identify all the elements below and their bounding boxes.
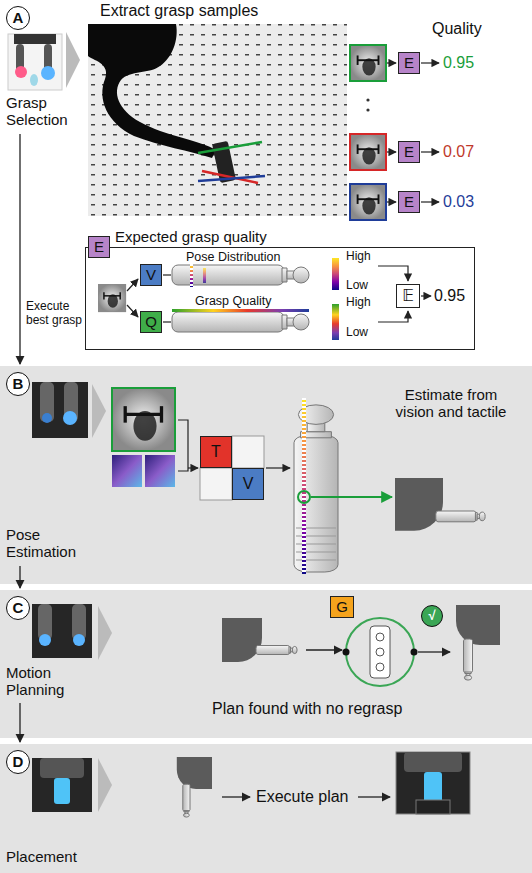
scale-label: High	[346, 296, 371, 310]
scale-label: Low	[346, 279, 368, 293]
evaluator-box: E	[398, 141, 420, 163]
panel-letter: A	[6, 6, 30, 30]
scale-label: Low	[346, 326, 368, 340]
frame-title: Expected grasp quality	[115, 228, 267, 245]
panel-letter: C	[6, 596, 30, 620]
scale-label: High	[346, 250, 371, 264]
step-note: Execute plan	[256, 788, 349, 806]
evaluator-box: E	[398, 52, 420, 74]
node-letter: √	[428, 609, 435, 624]
panel-letter: B	[6, 372, 30, 396]
step-note: Plan found with no regrasp	[212, 700, 402, 718]
panel-band: Placement D	[0, 744, 532, 873]
node-letter: A	[13, 9, 24, 26]
node-letter: D	[13, 753, 24, 770]
quality-value: 0.95	[434, 287, 465, 305]
plot-title: Pose Distribution	[186, 250, 281, 264]
plot-title: Grasp Quality	[195, 294, 271, 308]
evaluator-box: E	[398, 191, 420, 213]
panel-letter: D	[6, 750, 30, 774]
node-letter: T	[211, 443, 221, 461]
quality-value: 0.95	[443, 54, 474, 72]
step-note: Estimate from vision and tactile	[395, 386, 507, 421]
quality-value: 0.07	[443, 143, 474, 161]
vision-model-box: V	[232, 468, 264, 500]
graph-box: G	[330, 596, 354, 618]
node-letter: E	[404, 143, 414, 160]
column-title: Quality	[432, 20, 482, 38]
arrow-note: Execute best grasp	[26, 300, 84, 328]
tactile-model-box: T	[200, 436, 232, 468]
node-letter: E	[404, 54, 414, 71]
node-letter: 𝔼	[402, 287, 414, 305]
node-letter: V	[146, 266, 156, 283]
check-mark: √	[421, 605, 443, 627]
step-name: Grasp Selection	[6, 94, 81, 129]
panel-title: Placement	[6, 848, 106, 865]
node-letter: Q	[145, 313, 157, 330]
node-letter: B	[13, 375, 24, 392]
node-letter: V	[243, 475, 254, 493]
quality-model-box: Q	[140, 311, 162, 333]
quality-value: 0.03	[443, 193, 474, 211]
node-letter: C	[13, 599, 24, 616]
node-letter: E	[94, 238, 104, 255]
node-letter: E	[404, 193, 414, 210]
expectation-box: 𝔼	[396, 284, 420, 308]
panel-title: Pose Estimation	[6, 526, 94, 561]
expected-quality-frame: Expected grasp qualityE V Q 𝔼	[85, 228, 475, 350]
node-letter: G	[336, 598, 348, 615]
step-title: Extract grasp samples	[100, 2, 258, 20]
vision-model-box: V	[140, 264, 162, 286]
panel-title: Motion Planning	[6, 664, 90, 699]
evaluator-box: E	[88, 236, 110, 258]
